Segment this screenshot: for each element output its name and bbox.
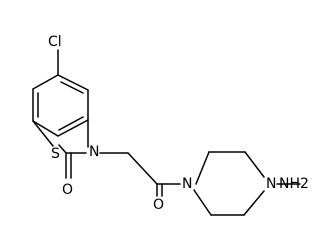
atom-label-cl: Cl bbox=[48, 34, 62, 50]
atom-label-amide-o: O bbox=[153, 197, 164, 213]
bond-c6-n1 bbox=[193, 189, 212, 216]
bond-c5-c6 bbox=[32, 120, 59, 137]
bond-n4-c5 bbox=[243, 190, 265, 216]
atom-label-carbonyl-o: O bbox=[62, 182, 73, 198]
aromatic-inner-bond-2 bbox=[60, 81, 84, 94]
bond-s-c2 bbox=[58, 144, 67, 154]
bond-c2-c3 bbox=[57, 74, 89, 91]
bond-c3-n4 bbox=[244, 151, 265, 178]
aromatic-inner-bond-3 bbox=[58, 116, 84, 131]
piperazine-ring bbox=[193, 151, 301, 216]
atom-labels: Cl S N O O N N NH2 bbox=[48, 34, 309, 213]
bond-c1-c2 bbox=[32, 74, 59, 90]
bond-ch2-carbonyl bbox=[127, 152, 158, 185]
bond-c1-s bbox=[32, 120, 54, 147]
atom-label-nh2: NH2 bbox=[279, 176, 309, 192]
substituent-bonds bbox=[57, 49, 181, 197]
bond-n1-c2 bbox=[195, 151, 210, 185]
chemical-structure: Cl S N O O N N NH2 bbox=[32, 34, 309, 216]
atom-label-piperazine-n4: N bbox=[266, 176, 276, 192]
thiazolone-ring bbox=[32, 119, 89, 179]
benzene-ring bbox=[32, 74, 89, 137]
atom-label-piperazine-n1: N bbox=[182, 176, 192, 192]
atom-label-ring-n: N bbox=[89, 144, 99, 160]
atom-label-s: S bbox=[51, 146, 60, 162]
bond-c4-c5 bbox=[57, 119, 89, 137]
